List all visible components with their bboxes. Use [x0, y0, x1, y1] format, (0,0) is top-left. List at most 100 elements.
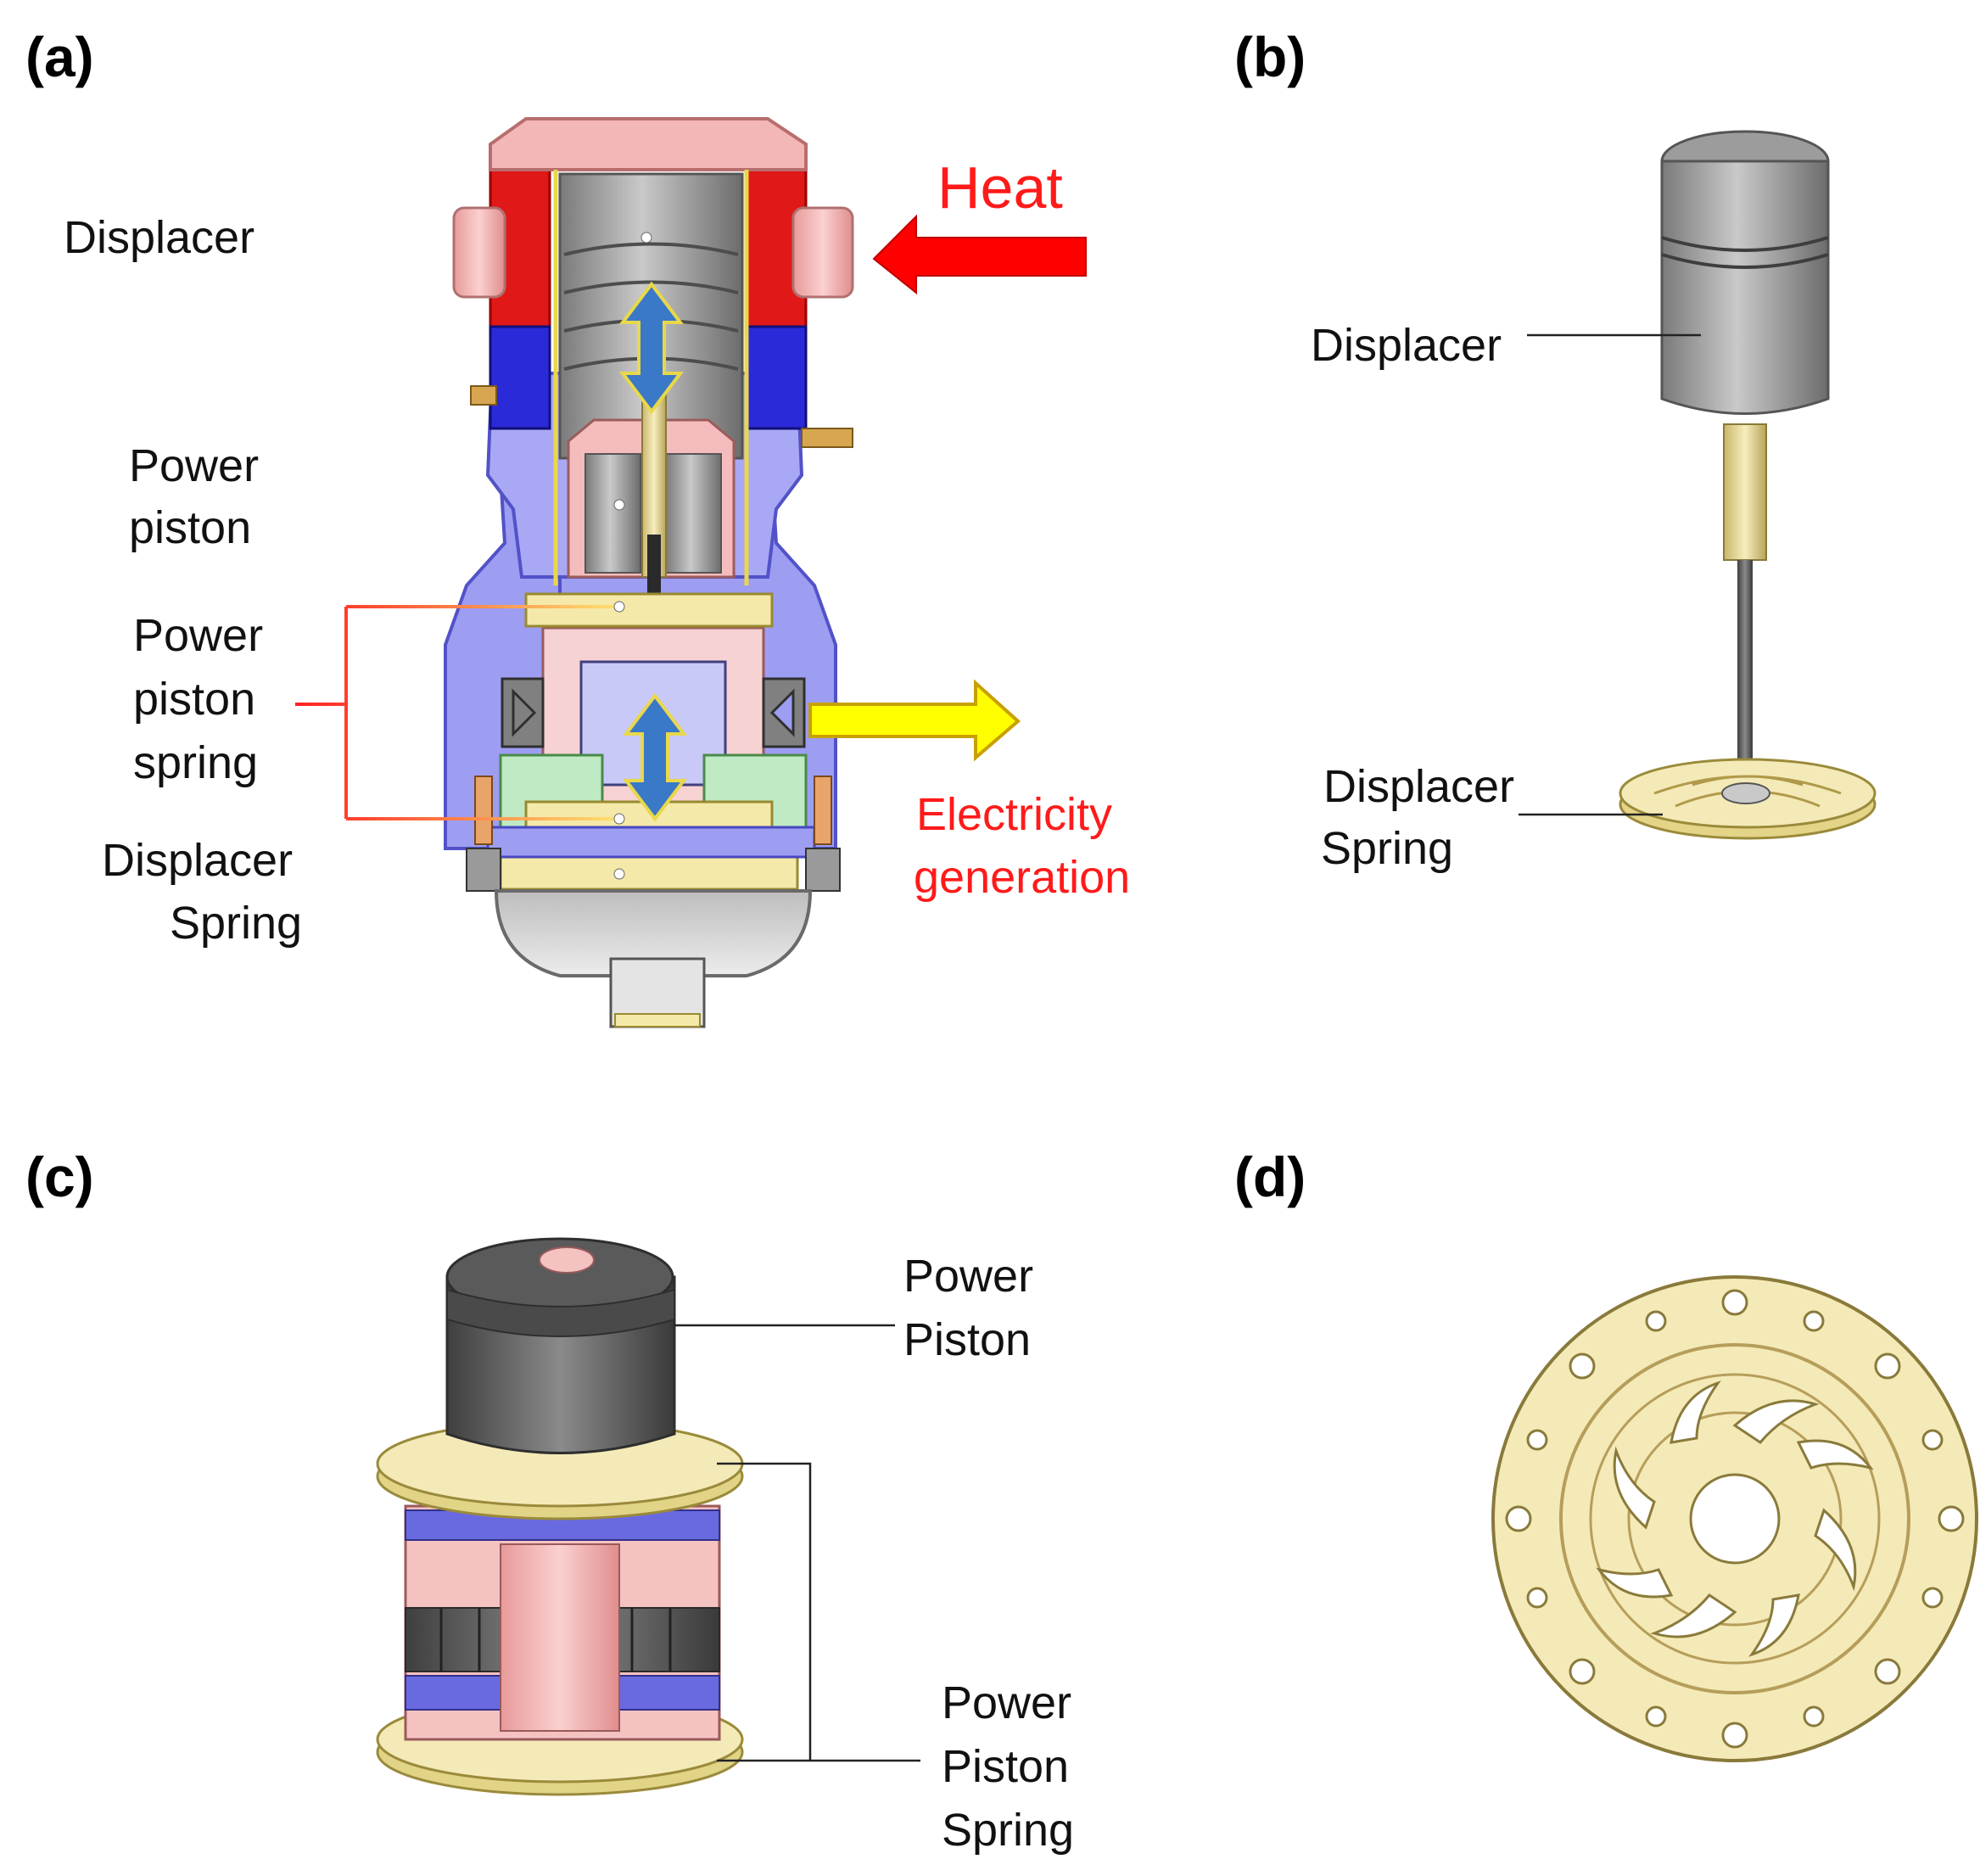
a-displacer-spring-label-1: Displacer [102, 835, 293, 886]
a-power-piston-label-2: piston [129, 502, 251, 553]
engine-cross-section [444, 117, 854, 1028]
panel-a-label: (a) [25, 25, 94, 88]
regenerator-left [489, 325, 551, 430]
fitting-left [470, 385, 497, 406]
a-pps-label-1: Power [133, 610, 263, 661]
spring-swirl-slots [1596, 1380, 1874, 1657]
a-displacer-dot [640, 232, 652, 244]
spring-groove-2 [1589, 1373, 1881, 1665]
power-piston-bore [539, 1246, 595, 1274]
spring-groove-1 [1559, 1343, 1910, 1694]
outer-hole [1721, 1722, 1748, 1749]
c-pps-label-1: Power [942, 1677, 1071, 1728]
outer-hole [1921, 1429, 1944, 1451]
outer-hole [1569, 1352, 1596, 1380]
a-pps-dot-2 [613, 813, 625, 825]
a-power-piston-dot [613, 499, 625, 511]
top-cap [489, 117, 808, 171]
bottom-connector-base [614, 1013, 701, 1028]
bottom-dome [494, 889, 813, 977]
spring-disk-top-view [1491, 1275, 1978, 1762]
outer-hole [1874, 1658, 1901, 1685]
a-displacer-spring-label-2: Spring [170, 898, 302, 949]
panel-a: (a) [25, 25, 1130, 1028]
heat-port-left [452, 206, 506, 299]
displacer-shaft-b [1737, 560, 1753, 789]
b-displacer-label: Displacer [1311, 320, 1502, 371]
magnet-right [762, 677, 806, 748]
heat-label: Heat [937, 154, 1063, 221]
a-pps-label-3: spring [133, 737, 258, 788]
displacer-grooves [1661, 236, 1829, 269]
panel-b: (b) Displacer Displacer Spring [1234, 25, 1877, 874]
swirl-slot [1748, 1593, 1800, 1657]
electricity-arrow [808, 679, 1021, 762]
outer-hole [1645, 1310, 1667, 1332]
swirl-slot [1796, 1439, 1874, 1470]
power-piston-cavity-left [584, 453, 641, 574]
swirl-slot [1613, 1446, 1656, 1530]
power-piston-chamfer [446, 1288, 675, 1337]
bolt-left [466, 848, 501, 892]
swirl-slot [1650, 1593, 1737, 1638]
displacer-rod-b [1723, 423, 1767, 561]
outer-hole [1921, 1587, 1944, 1609]
outer-hole [1645, 1705, 1667, 1728]
outer-hole [1803, 1310, 1825, 1332]
displacer-cylinder [1660, 160, 1830, 415]
b-displacer-spring-label-2: Spring [1321, 823, 1453, 874]
power-piston-spring-stack [524, 592, 774, 628]
c-pps-label-2: Piston [942, 1741, 1069, 1792]
swirl-slot [1670, 1380, 1721, 1444]
panel-b-label: (b) [1234, 25, 1306, 88]
spring-outer-holes [1505, 1289, 1965, 1749]
swirl-slot [1732, 1399, 1820, 1444]
electricity-label-line1: Electricity [916, 789, 1112, 840]
swirl-slot [1814, 1508, 1857, 1592]
outer-hole [1803, 1705, 1825, 1728]
a-pps-dot-1 [613, 601, 625, 613]
a-pps-bracket [295, 605, 618, 820]
heat-port-right [791, 206, 854, 299]
a-pps-label-2: piston [133, 674, 255, 725]
a-displacer-label: Displacer [64, 212, 254, 263]
outer-hole [1721, 1289, 1748, 1316]
electricity-label-line2: generation [914, 852, 1130, 903]
swirl-slot [1596, 1567, 1674, 1599]
outer-hole [1874, 1352, 1901, 1380]
panel-c: (c) Power Piston Power Piston Spring [25, 1145, 1074, 1856]
c-pps-label-3: Spring [942, 1805, 1074, 1856]
panel-c-label: (c) [25, 1145, 94, 1208]
outer-hole [1569, 1658, 1596, 1685]
c-power-piston-label-2: Piston [903, 1314, 1031, 1365]
c-power-piston-label-1: Power [903, 1251, 1033, 1302]
bolt-right [805, 848, 841, 892]
piston-motion-arrow [622, 692, 688, 822]
displacer-assembly [1619, 130, 1877, 840]
power-piston-cavity-right [665, 453, 722, 574]
cage-column [500, 1543, 620, 1732]
spring-groove-3 [1627, 1411, 1843, 1627]
fitting-right [801, 428, 853, 448]
b-displacer-spring-label-1: Displacer [1323, 761, 1514, 812]
a-power-piston-label-1: Power [129, 440, 259, 491]
lower-base-plate [486, 826, 816, 859]
outer-hole [1938, 1505, 1965, 1532]
copper-bolt-left [474, 776, 493, 845]
heat-arrow [872, 214, 1087, 295]
outer-hole [1505, 1505, 1532, 1532]
c-pps-bracket [717, 1462, 920, 1762]
displacer-motion-arrow [618, 281, 685, 415]
outer-hole [1526, 1587, 1548, 1609]
power-piston-assembly [376, 1237, 744, 1796]
a-displacer-spring-dot [613, 868, 625, 880]
heater-head-left [489, 160, 551, 333]
regenerator-right [745, 325, 808, 430]
outer-hole [1526, 1429, 1548, 1451]
magnet-left [501, 677, 545, 748]
panel-d-label: (d) [1234, 1145, 1306, 1208]
displacer-spring-hub [1721, 782, 1770, 804]
copper-bolt-right [814, 776, 832, 845]
spring-center-hole [1689, 1473, 1781, 1565]
